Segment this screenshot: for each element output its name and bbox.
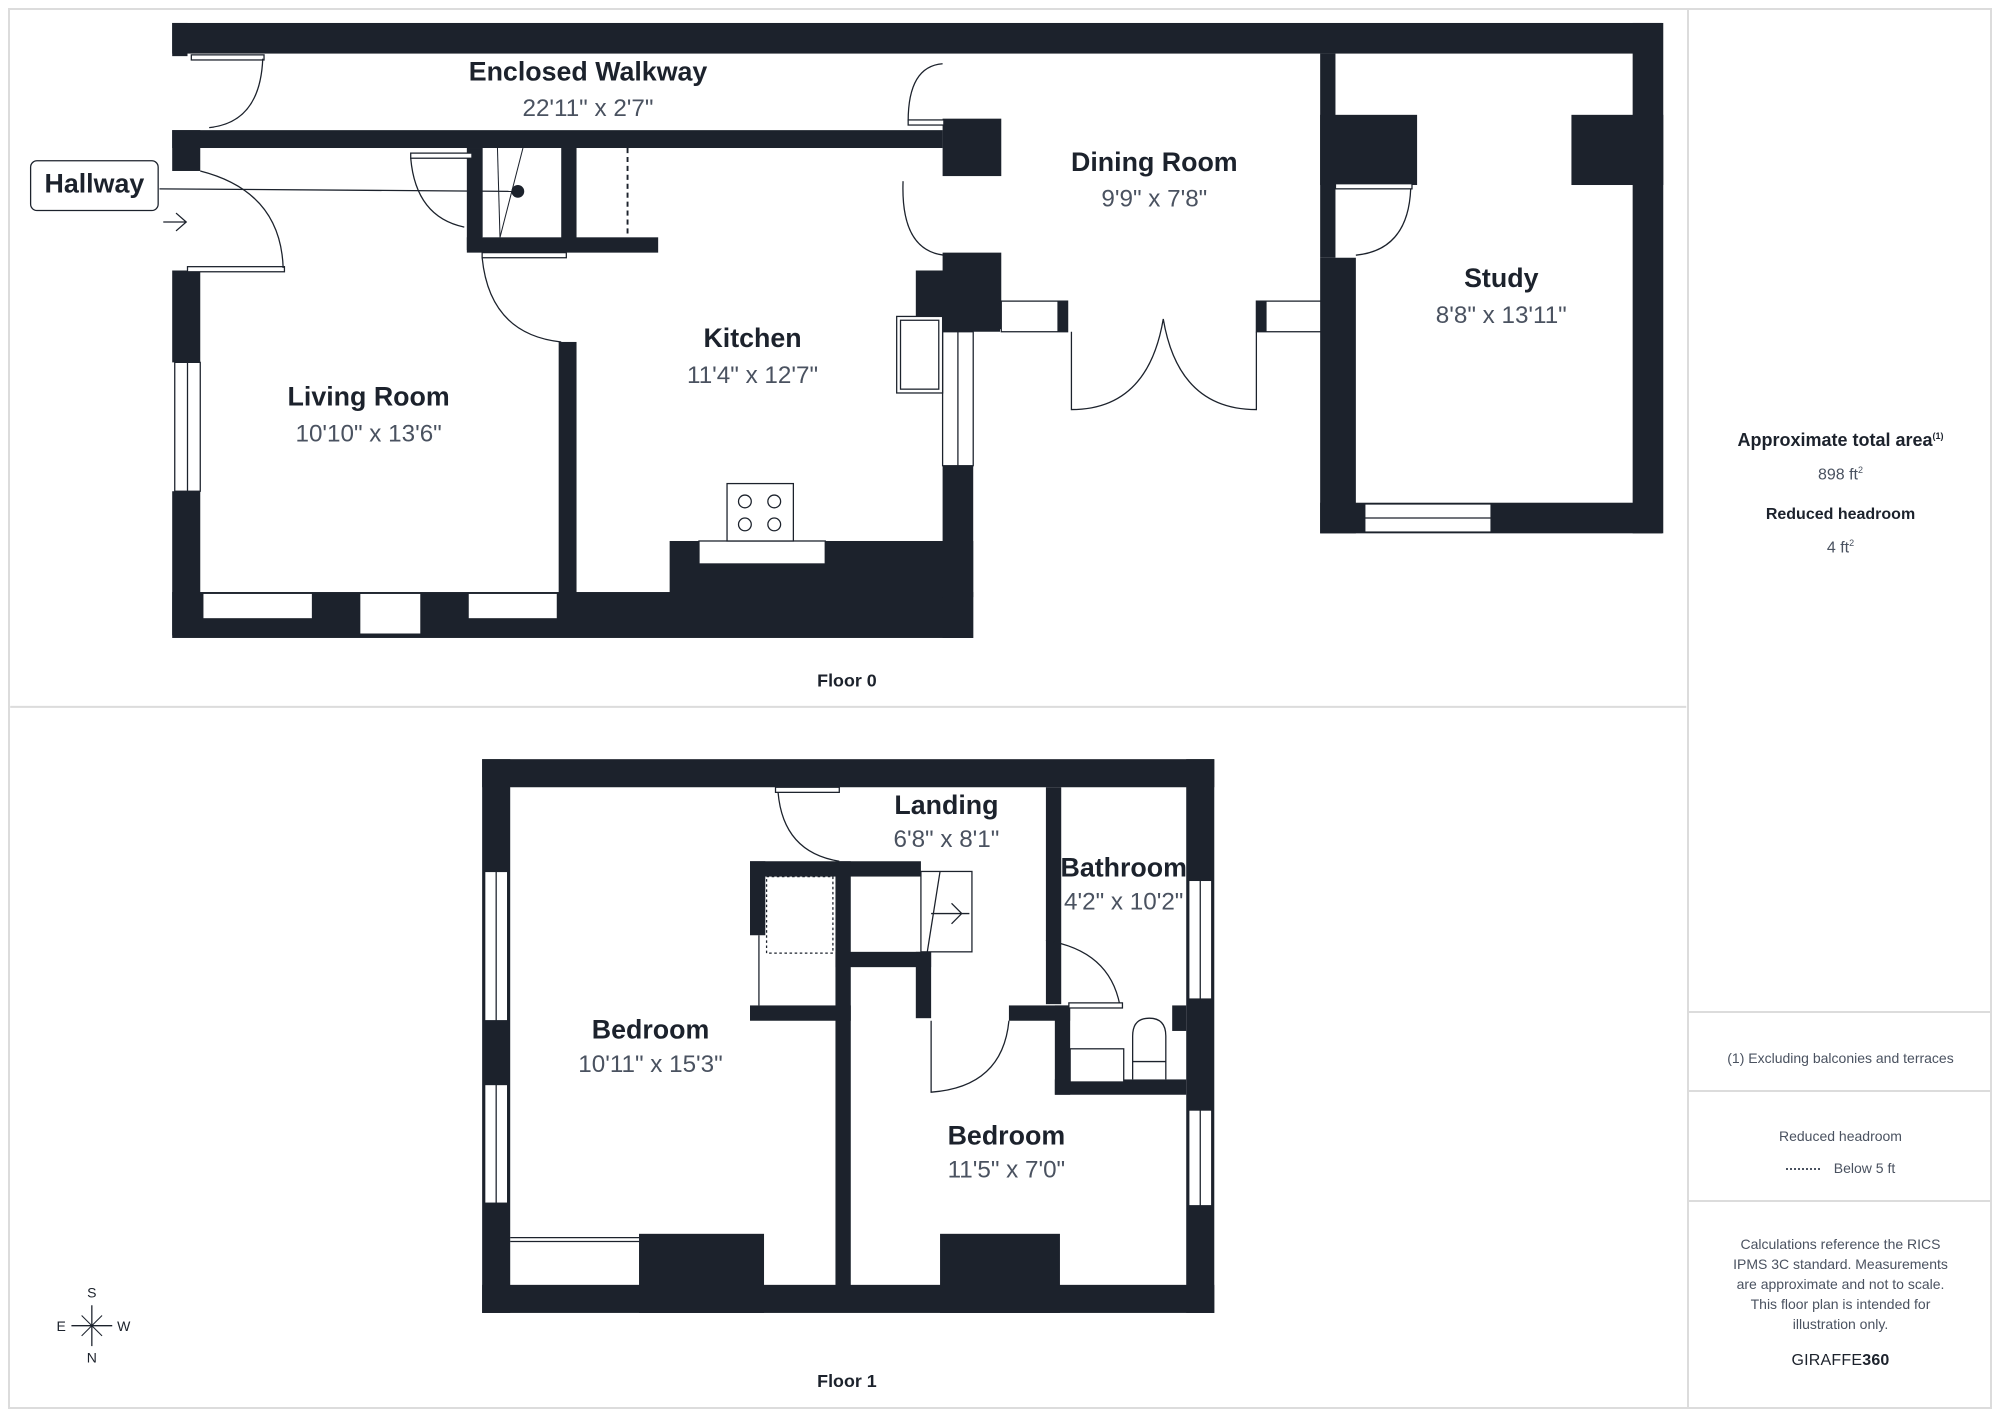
room-dims-enclosed-walkway: 22'11" x 2'7" [523, 95, 654, 122]
page-frame [8, 8, 1992, 1409]
area-summary: Approximate total area(1) 898 ft2 Reduce… [1689, 430, 1992, 558]
legend-title: Reduced headroom [1779, 1128, 1902, 1144]
floor-0-label: Floor 0 [817, 670, 877, 690]
room-name-enclosed-walkway: Enclosed Walkway [469, 56, 708, 86]
room-name-landing: Landing [894, 790, 998, 820]
room-dims-bathroom: 4'2" x 10'2" [1064, 889, 1183, 916]
footnote: (1) Excluding balconies and terraces [1727, 1050, 1954, 1066]
room-name-bedroom-2: Bedroom [948, 1121, 1066, 1151]
room-dims-dining-room: 9'9" x 7'8" [1101, 186, 1207, 213]
room-dims-study: 8'8" x 13'11" [1436, 302, 1567, 329]
svg-text:W: W [117, 1318, 131, 1334]
reduced-headroom-value: 4 ft2 [1826, 538, 1855, 557]
total-area-value: 898 ft2 [1817, 465, 1864, 484]
disclaimer-block: Calculations reference the RICS IPMS 3C … [1689, 1234, 1992, 1370]
room-dims-landing: 6'8" x 8'1" [893, 826, 999, 853]
floor-1-label: Floor 1 [817, 1371, 877, 1391]
floor-1-plan: Landing 6'8" x 8'1" Bathroom 4'2" x 10'2… [482, 759, 1215, 1391]
legend-item: Below 5 ft [1833, 1160, 1896, 1176]
headroom-legend: Reduced headroom Below 5 ft [1689, 1128, 1992, 1176]
hallway-callout-label: Hallway [45, 169, 145, 199]
room-name-dining-room: Dining Room [1071, 147, 1238, 177]
room-dims-living-room: 10'10" x 13'6" [295, 420, 441, 447]
svg-text:N: N [87, 1350, 97, 1366]
separator [1689, 1090, 1992, 1092]
room-name-bedroom-1: Bedroom [592, 1015, 710, 1045]
reduced-headroom-title: Reduced headroom [1765, 506, 1916, 524]
floor-0-plan: Enclosed Walkway 22'11" x 2'7" Dining Ro… [29, 22, 1664, 690]
room-dims-kitchen: 11'4" x 12'7" [687, 362, 818, 389]
dotted-line-icon [1785, 1168, 1820, 1171]
room-name-kitchen: Kitchen [703, 323, 801, 353]
svg-text:S: S [87, 1285, 96, 1301]
compass-icon: S E W N [57, 1285, 132, 1366]
room-name-living-room: Living Room [288, 382, 450, 412]
room-name-bathroom: Bathroom [1061, 853, 1187, 883]
room-dims-bedroom-1: 10'11" x 15'3" [578, 1051, 722, 1078]
disclaimer-text: Calculations reference the RICS IPMS 3C … [1733, 1236, 1948, 1332]
room-dims-bedroom-2: 11'5" x 7'0" [948, 1157, 1066, 1184]
separator [1689, 1011, 1992, 1013]
hallway-callout-box [29, 160, 159, 212]
brand-logo: GIRAFFE360 [1791, 1352, 1890, 1369]
info-sidebar: Approximate total area(1) 898 ft2 Reduce… [1687, 8, 1992, 1409]
svg-text:E: E [57, 1318, 66, 1334]
separator [1689, 1200, 1992, 1202]
room-name-study: Study [1464, 263, 1538, 293]
total-area-title: Approximate total area(1) [1737, 430, 1944, 450]
